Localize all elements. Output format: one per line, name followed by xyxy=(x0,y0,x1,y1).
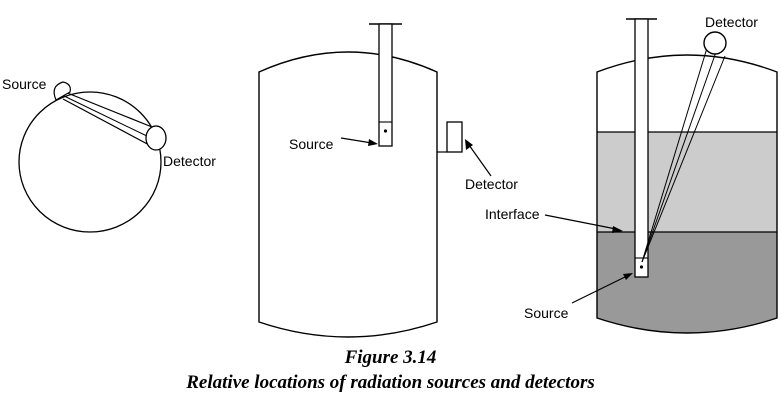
vessel-outline xyxy=(258,51,438,338)
source-dot xyxy=(383,129,388,133)
panel-top-view: Source Detector xyxy=(2,76,216,233)
panel-side-view-external: Source Detector xyxy=(258,23,518,338)
panel-interface: Detector Interface Source xyxy=(485,14,778,334)
source-head xyxy=(53,81,71,101)
detector-arrow-head xyxy=(465,139,473,150)
figure-caption: Relative locations of radiation sources … xyxy=(186,372,595,393)
beam-line-upper xyxy=(59,89,153,128)
beam-line-right xyxy=(641,55,726,263)
detector-label-side-view: Detector xyxy=(465,176,518,192)
beam-line-lower xyxy=(62,98,154,148)
detector-arrow-shaft xyxy=(468,144,492,177)
source-arrow-head xyxy=(368,139,378,146)
dip-tube xyxy=(378,23,393,147)
dip-tube-interface xyxy=(634,18,649,278)
beam-line-left xyxy=(641,47,708,263)
detector-body xyxy=(145,125,167,151)
detector-box xyxy=(446,121,463,153)
source-label-interface: Source xyxy=(524,305,569,321)
source-arrow-head-interface xyxy=(623,273,633,280)
upper-fluid-layer xyxy=(597,132,777,232)
source-label-top-view: Source xyxy=(2,76,47,92)
source-arrow-shaft-interface xyxy=(571,275,628,304)
source-dot-interface xyxy=(639,265,644,269)
source-arrow-shaft xyxy=(340,137,373,144)
vessel-outline-interface xyxy=(596,54,778,334)
vessel-top-view-circle xyxy=(18,91,162,233)
detector-label-top-view: Detector xyxy=(163,153,216,169)
beam-line-center xyxy=(641,51,717,263)
interface-arrow-head xyxy=(612,226,623,233)
beam-line-middle xyxy=(61,94,152,139)
source-label-side-view: Source xyxy=(289,136,334,152)
detector-label-interface: Detector xyxy=(705,14,758,30)
detector-body-interface xyxy=(703,31,727,55)
interface-label: Interface xyxy=(485,206,540,222)
vessel-diagram: Source Detector Source Detector xyxy=(2,14,778,338)
interface-arrow-shaft xyxy=(544,214,617,230)
lower-fluid-layer xyxy=(597,232,777,333)
figure-number: Figure 3.14 xyxy=(344,347,437,368)
